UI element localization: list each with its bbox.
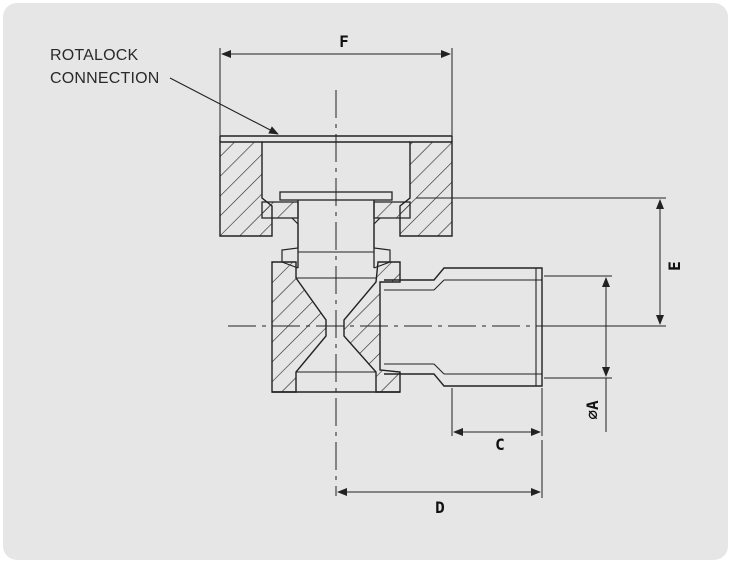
dimension-e-label: E [665, 261, 684, 271]
rotalock-callout: ROTALOCK CONNECTION [50, 44, 160, 90]
dimension-a-label: ∅A [583, 400, 602, 420]
callout-line-1: ROTALOCK [50, 47, 139, 64]
dimension-e: E [416, 197, 684, 327]
callout-line-2: CONNECTION [50, 70, 160, 87]
dimension-c: C [451, 388, 543, 454]
dimension-d: D [337, 440, 543, 517]
dimension-f: F [219, 32, 453, 136]
callout-leader [169, 77, 279, 135]
diameter-symbol: ∅ [583, 410, 602, 420]
dimension-a-letter: A [583, 400, 602, 410]
valve-body [271, 261, 401, 393]
dimension-f-label: F [339, 32, 349, 51]
dimension-d-label: D [435, 498, 445, 517]
dimension-c-label: C [495, 435, 505, 454]
dimension-a: ∅A [544, 275, 612, 432]
outlet-tube [384, 267, 543, 387]
